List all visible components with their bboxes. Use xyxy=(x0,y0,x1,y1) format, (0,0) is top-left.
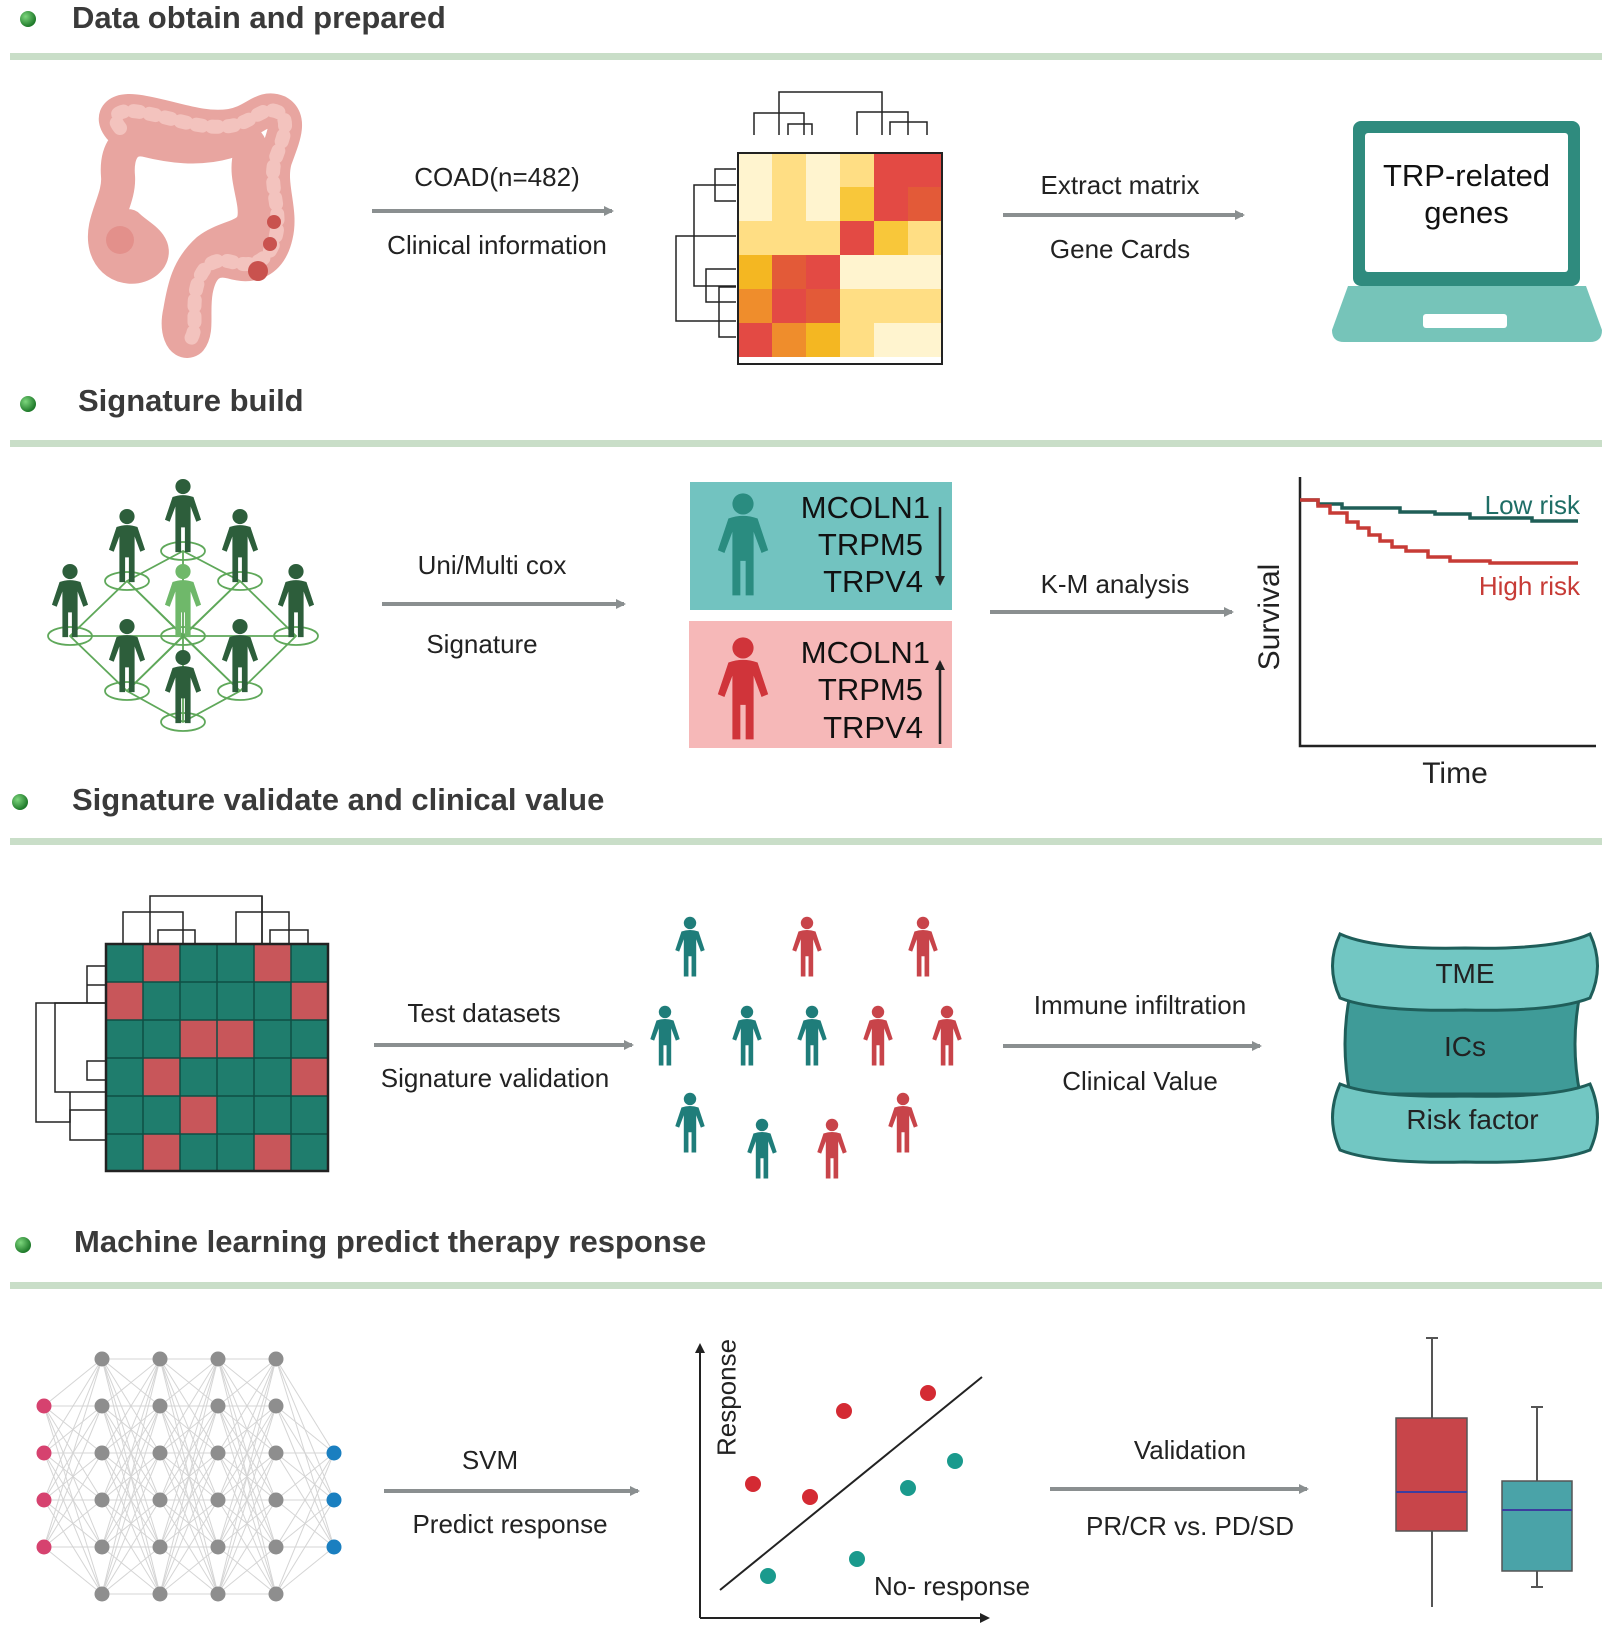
section-divider xyxy=(10,53,1602,60)
nn-hidden-node xyxy=(94,1492,110,1508)
scatter-point-no-response xyxy=(947,1453,963,1469)
arrow-label-km: K-M analysis xyxy=(1040,569,1190,599)
km-low-risk-label: Low risk xyxy=(1484,490,1580,520)
arrow-label-clinical-value: Clinical Value xyxy=(1062,1066,1218,1096)
nn-hidden-node xyxy=(94,1539,110,1555)
nn-hidden-node xyxy=(210,1398,226,1414)
section-divider xyxy=(10,440,1602,447)
nn-input-node xyxy=(36,1398,52,1414)
arrow-label-genecards: Gene Cards xyxy=(1049,234,1191,264)
nn-hidden-node xyxy=(268,1586,284,1602)
patient-network-icon xyxy=(47,478,319,732)
nn-output-node xyxy=(326,1539,342,1555)
scatter-point-no-response xyxy=(849,1551,865,1567)
nn-input-node xyxy=(36,1445,52,1461)
laptop-text-line1: TRP-related xyxy=(1382,158,1551,193)
scatter-point-no-response xyxy=(900,1480,916,1496)
stack-label-tme: TME xyxy=(1435,958,1495,989)
stack-label-risk: Risk factor xyxy=(1406,1104,1539,1135)
scatter-point-response xyxy=(745,1476,761,1492)
nn-hidden-node xyxy=(152,1539,168,1555)
scatter-point-response xyxy=(836,1403,852,1419)
section-title-signature-build: Signature build xyxy=(78,383,304,418)
nn-hidden-node xyxy=(152,1351,168,1367)
laptop-text-line2: genes xyxy=(1424,195,1509,230)
high-gene-2: TRPM5 xyxy=(817,672,923,707)
nn-output-node xyxy=(326,1445,342,1461)
arrow-label-coad: COAD(n=482) xyxy=(414,162,580,192)
nn-hidden-node xyxy=(94,1351,110,1367)
km-high-risk-label: High risk xyxy=(1478,571,1580,601)
boxplot-low-risk xyxy=(1501,1480,1573,1572)
section-bullet-icon xyxy=(12,794,28,810)
nn-input-node xyxy=(36,1539,52,1555)
scatter-point-no-response xyxy=(760,1568,776,1584)
nn-hidden-node xyxy=(210,1351,226,1367)
arrow-label-svm: SVM xyxy=(461,1445,519,1475)
section-divider xyxy=(10,838,1602,845)
section-divider xyxy=(10,1282,1602,1289)
tme-stack xyxy=(1331,932,1599,1164)
arrow-label-validation-4: Validation xyxy=(1133,1435,1247,1465)
arrow-label-predict: Predict response xyxy=(412,1509,608,1539)
nn-hidden-node xyxy=(152,1398,168,1414)
section-bullet-icon xyxy=(20,11,36,27)
km-survival-plot xyxy=(1298,477,1596,748)
low-gene-3: TRPV4 xyxy=(823,564,923,599)
section-title-data-obtain: Data obtain and prepared xyxy=(72,0,446,35)
high-gene-3: TRPV4 xyxy=(823,710,923,745)
response-scatter-plot xyxy=(695,1343,990,1623)
nn-hidden-node xyxy=(210,1445,226,1461)
nn-hidden-node xyxy=(152,1445,168,1461)
nn-hidden-node xyxy=(94,1445,110,1461)
scatter-ylabel: Response xyxy=(711,1338,742,1457)
section-title-signature-validate: Signature validate and clinical value xyxy=(72,782,605,817)
arrow-label-extract: Extract matrix xyxy=(1040,170,1200,200)
boxplot-icon xyxy=(1395,1337,1573,1607)
nn-hidden-node xyxy=(268,1398,284,1414)
km-ylabel: Survival xyxy=(1253,563,1286,671)
arrow-label-immune: Immune infiltration xyxy=(1033,990,1247,1020)
section-title-machine-learning: Machine learning predict therapy respons… xyxy=(74,1224,707,1259)
colon-icon xyxy=(87,93,302,358)
section-bullet-icon xyxy=(15,1237,31,1253)
validation-heatmap xyxy=(35,895,330,1173)
nn-output-node xyxy=(326,1492,342,1508)
correlation-heatmap xyxy=(675,91,943,365)
low-gene-1: MCOLN1 xyxy=(800,490,930,525)
stack-label-ics: ICs xyxy=(1444,1031,1486,1062)
nn-hidden-node xyxy=(152,1492,168,1508)
arrow-label-signature: Signature xyxy=(426,629,538,659)
high-gene-1: MCOLN1 xyxy=(800,635,930,670)
low-gene-2: TRPM5 xyxy=(817,527,923,562)
km-xlabel: Time xyxy=(1422,757,1488,790)
laptop-icon xyxy=(1332,121,1602,342)
neural-network-icon xyxy=(36,1351,342,1602)
nn-hidden-node xyxy=(94,1398,110,1414)
scatter-point-response xyxy=(920,1385,936,1401)
arrow-label-test: Test datasets xyxy=(407,998,561,1028)
nn-hidden-node xyxy=(268,1445,284,1461)
nn-input-node xyxy=(36,1492,52,1508)
nn-hidden-node xyxy=(210,1539,226,1555)
nn-hidden-node xyxy=(94,1586,110,1602)
nn-hidden-node xyxy=(152,1586,168,1602)
scatter-no-response-label: No- response xyxy=(873,1571,1031,1601)
boxplot-high-risk xyxy=(1395,1417,1468,1532)
arrow-label-clinical: Clinical information xyxy=(387,230,607,260)
arrow-label-pr-cr: PR/CR vs. PD/SD xyxy=(1085,1511,1295,1541)
arrow-label-cox: Uni/Multi cox xyxy=(417,550,567,580)
nn-hidden-node xyxy=(268,1492,284,1508)
nn-hidden-node xyxy=(210,1586,226,1602)
nn-hidden-node xyxy=(210,1492,226,1508)
nn-hidden-node xyxy=(268,1351,284,1367)
arrow-label-validation: Signature validation xyxy=(380,1063,610,1093)
patient-cohort-icon xyxy=(650,916,962,1179)
scatter-point-response xyxy=(802,1489,818,1505)
nn-hidden-node xyxy=(268,1539,284,1555)
section-bullet-icon xyxy=(20,396,36,412)
